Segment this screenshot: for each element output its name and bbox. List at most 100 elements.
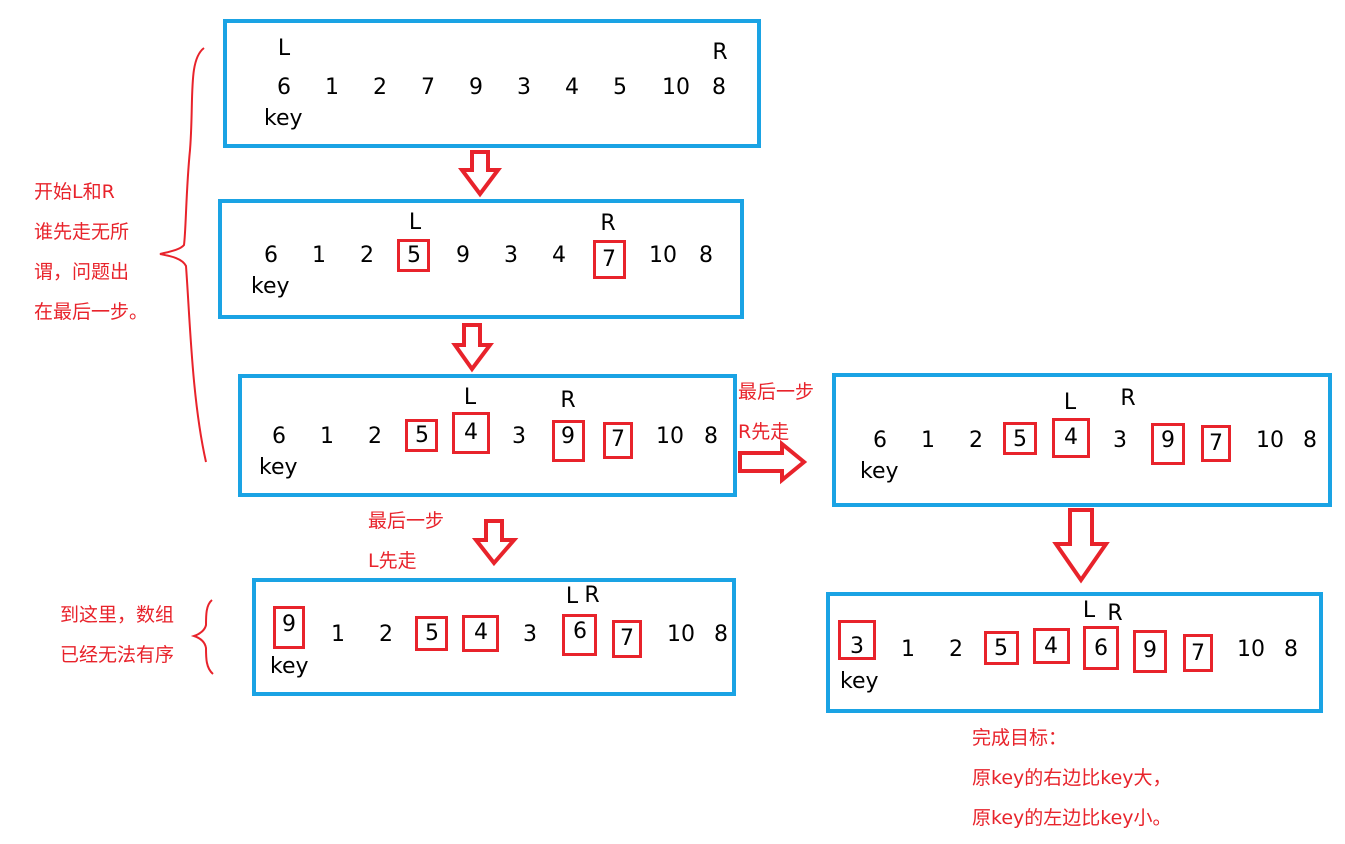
array-value: 4 [474, 620, 488, 645]
array-value: 7 [1209, 431, 1223, 456]
highlight-box [1052, 418, 1090, 458]
right-pointer: R [600, 211, 616, 236]
array-value: 2 [368, 424, 382, 449]
left-pointer: L [277, 36, 291, 61]
left-pointer: L [1082, 598, 1096, 623]
array-value: 7 [421, 75, 435, 100]
highlight-box [405, 419, 438, 452]
step-4-l-first-panel [252, 578, 736, 696]
right-pointer: R [1120, 386, 1136, 411]
array-value: 3 [504, 243, 518, 268]
array-value: 5 [613, 75, 627, 100]
array-value: 4 [565, 75, 579, 100]
array-value: 9 [1143, 638, 1157, 663]
down-arrow-icon [458, 150, 502, 198]
array-value: 1 [325, 75, 339, 100]
highlight-box [984, 631, 1019, 665]
highlight-box [462, 615, 499, 652]
array-value: 9 [456, 243, 470, 268]
left-pointer: L [408, 210, 422, 235]
array-value: 9 [469, 75, 483, 100]
left-brace-icon [159, 47, 207, 463]
array-value: 4 [464, 420, 478, 445]
highlight-box [552, 420, 585, 462]
array-value: 7 [620, 626, 634, 651]
highlight-box [612, 620, 642, 658]
highlight-box [415, 616, 448, 651]
array-value: 8 [699, 243, 713, 268]
array-value: 4 [1064, 425, 1078, 450]
array-value: 3 [512, 424, 526, 449]
highlight-box [838, 620, 876, 660]
array-value: 8 [1303, 428, 1317, 453]
array-value: 1 [312, 243, 326, 268]
step-1-panel [223, 19, 761, 148]
array-value: 8 [714, 622, 728, 647]
array-value: 2 [379, 622, 393, 647]
key-label: key [259, 455, 298, 480]
array-value: 8 [1284, 637, 1298, 662]
right-pointer: R [584, 583, 600, 608]
array-value: 7 [602, 247, 616, 272]
array-value: 2 [969, 428, 983, 453]
array-value: 3 [1113, 428, 1127, 453]
array-value: 3 [850, 634, 864, 659]
note-r-first: 最后一步 R先走 [738, 381, 815, 443]
array-value: 2 [949, 637, 963, 662]
highlight-box [1003, 422, 1037, 455]
array-value: 6 [573, 619, 587, 644]
array-value: 3 [523, 622, 537, 647]
array-value: 6 [277, 75, 291, 100]
right-arrow-icon [738, 439, 808, 485]
array-value: 4 [1044, 634, 1058, 659]
highlight-box [397, 239, 430, 272]
array-value: 6 [264, 243, 278, 268]
left-pointer: L [565, 584, 579, 609]
note-goal: 完成目标： 原key的右边比key大， 原key的左边比key小。 [972, 727, 1172, 829]
array-value: 7 [1191, 641, 1205, 666]
highlight-box [603, 422, 633, 459]
array-value: 5 [407, 243, 421, 268]
key-label: key [270, 654, 309, 679]
step-4-r-first-panel [832, 373, 1332, 507]
highlight-box [1083, 626, 1119, 670]
array-value: 5 [994, 636, 1008, 661]
right-pointer: R [560, 388, 576, 413]
highlight-box [1201, 425, 1231, 462]
highlight-box [452, 412, 490, 454]
step-2-panel [218, 199, 744, 319]
array-value: 9 [282, 612, 296, 637]
array-value: 1 [331, 622, 345, 647]
right-pointer: R [1107, 601, 1123, 626]
highlight-box [1183, 634, 1213, 672]
array-value: 6 [272, 424, 286, 449]
array-value: 2 [360, 243, 374, 268]
final-panel [826, 592, 1323, 713]
right-pointer: R [712, 40, 728, 65]
left-brace-icon [190, 599, 214, 675]
array-value: 10 [662, 75, 690, 100]
array-value: 7 [611, 427, 625, 452]
down-arrow-icon [1052, 508, 1110, 584]
array-value: 1 [320, 424, 334, 449]
array-value: 10 [667, 622, 695, 647]
key-label: key [860, 459, 899, 484]
highlight-box [593, 240, 626, 279]
highlight-box [1133, 630, 1167, 673]
note-unordered: 到这里，数组 已经无法有序 [60, 604, 175, 666]
array-value: 5 [1013, 427, 1027, 452]
array-value: 1 [901, 637, 915, 662]
array-value: 6 [1094, 636, 1108, 661]
array-value: 8 [704, 424, 718, 449]
note-l-first: 最后一步 L先走 [368, 510, 445, 572]
left-pointer: L [1063, 390, 1077, 415]
array-value: 8 [712, 75, 726, 100]
down-arrow-icon [451, 323, 494, 373]
array-value: 6 [873, 428, 887, 453]
highlight-box [1033, 628, 1070, 664]
key-label: key [251, 274, 290, 299]
array-value: 10 [1256, 428, 1284, 453]
array-value: 1 [921, 428, 935, 453]
array-value: 2 [373, 75, 387, 100]
